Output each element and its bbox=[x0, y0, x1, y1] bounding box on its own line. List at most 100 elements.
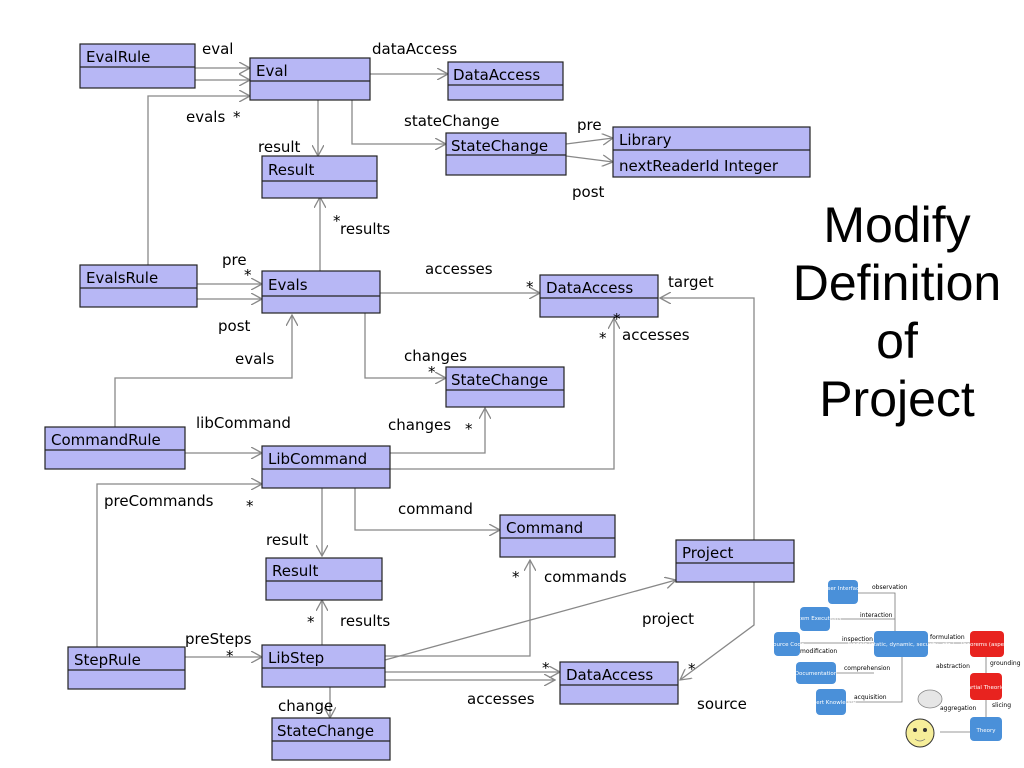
class-commandrule: CommandRule bbox=[44, 426, 186, 470]
thumb-edge-label: acquisition bbox=[854, 694, 887, 701]
thumb-label: Models (static, dynamic, security, etc.) bbox=[848, 642, 955, 648]
class-dataaccess-top: DataAccess bbox=[447, 61, 564, 101]
edge-libcommand-statechange bbox=[390, 408, 485, 454]
edge-statechange-library bbox=[565, 138, 613, 144]
label-project: project bbox=[642, 610, 694, 628]
edge-libcommand-command bbox=[354, 488, 500, 530]
label-result-top: result bbox=[258, 138, 301, 156]
class-name: Result bbox=[268, 161, 314, 179]
label-post-mid: post bbox=[218, 317, 251, 335]
slide-title: Modify Definition of Project bbox=[770, 196, 1024, 428]
thumb-node-system-executions bbox=[800, 607, 830, 631]
edge-libcommand-dataaccess bbox=[390, 318, 614, 470]
class-result-bot: Result bbox=[265, 557, 383, 601]
thumb-edge-label: grounding bbox=[990, 660, 1021, 667]
thumb-node-models bbox=[874, 631, 928, 657]
edge-libstep-project bbox=[384, 580, 676, 661]
thumb-label: Theory bbox=[975, 728, 996, 734]
class-statechange-bot: StateChange bbox=[271, 717, 391, 761]
edge-labels: eval dataAccess evals * result stateChan… bbox=[104, 40, 747, 715]
label-statechange: stateChange bbox=[404, 112, 499, 130]
label-changes-top: changes bbox=[404, 347, 467, 365]
class-result-top: Result bbox=[261, 155, 378, 199]
thumb-edge-label: formulation bbox=[930, 634, 965, 641]
title-line: Definition bbox=[792, 255, 1002, 311]
class-evalrule: EvalRule bbox=[79, 43, 196, 89]
associations bbox=[96, 68, 755, 718]
multiplicity-star: * bbox=[233, 108, 241, 126]
thumb-edge-label: interaction bbox=[860, 612, 893, 619]
thumb-edge-label: modification bbox=[800, 648, 837, 655]
thumb-label: System Executions bbox=[789, 616, 841, 622]
class-name: DataAccess bbox=[546, 279, 633, 297]
class-name: Evals bbox=[268, 276, 308, 294]
thumb-edge-label: abstraction bbox=[936, 663, 970, 670]
class-name: EvalRule bbox=[86, 48, 150, 66]
class-name: Command bbox=[506, 519, 583, 537]
label-precommands: preCommands bbox=[104, 492, 214, 510]
label-changes-bot: changes bbox=[388, 416, 451, 434]
label-accesses-bot: accesses bbox=[467, 690, 535, 708]
class-command: Command bbox=[499, 514, 616, 558]
edge-libstep-command bbox=[385, 560, 530, 657]
thumb-node-source-code bbox=[774, 632, 800, 656]
class-statechange-mid: StateChange bbox=[445, 366, 565, 408]
class-name: Library bbox=[619, 131, 672, 149]
class-name: CommandRule bbox=[51, 431, 161, 449]
label-accesses-mid: accesses bbox=[425, 260, 493, 278]
thumb-label: Partial Theories bbox=[965, 685, 1008, 691]
label-evals-top: evals bbox=[186, 108, 225, 126]
attribute: nextReaderId Integer bbox=[619, 157, 779, 175]
thumb-node-theory bbox=[970, 717, 1002, 741]
label-results-top: results bbox=[340, 220, 390, 238]
thumb-edge-label: slicing bbox=[992, 702, 1011, 709]
class-project: Project bbox=[675, 539, 795, 583]
class-name: DataAccess bbox=[566, 666, 653, 684]
class-steprule: StepRule bbox=[67, 646, 186, 690]
edge-statechange-nextreaderid bbox=[565, 156, 613, 162]
class-name: EvalsRule bbox=[86, 269, 158, 287]
multiplicity-star: * bbox=[613, 310, 621, 328]
edge-eval-statechange bbox=[351, 100, 446, 144]
edge-commandrule-evals bbox=[114, 315, 292, 427]
multiplicity-star: * bbox=[333, 212, 341, 230]
multiplicity-star: * bbox=[465, 420, 473, 438]
thumb-label: User Interface bbox=[824, 586, 864, 592]
class-evals: Evals bbox=[261, 270, 381, 314]
thumb-node-user-interface bbox=[828, 580, 858, 604]
label-accesses-right: accesses bbox=[622, 326, 690, 344]
title-line: Modify bbox=[823, 197, 971, 253]
multiplicity-star: * bbox=[526, 278, 534, 296]
thumbnail-diagram: User Interface System Executions Source … bbox=[770, 580, 1021, 748]
label-eval: eval bbox=[202, 40, 233, 58]
class-name: StateChange bbox=[277, 722, 374, 740]
thumb-edge bbox=[858, 592, 896, 635]
thinker-icon bbox=[905, 689, 943, 748]
label-target: target bbox=[668, 273, 714, 291]
edge-steprule-libcommand bbox=[96, 484, 262, 647]
label-dataaccess: dataAccess bbox=[372, 40, 457, 58]
label-post-top: post bbox=[572, 183, 605, 201]
thumb-edge-label: inspection bbox=[842, 636, 873, 643]
edge-project-dataaccess-source bbox=[680, 582, 755, 680]
multiplicity-star: * bbox=[244, 266, 252, 284]
thumb-edge-label: observation bbox=[872, 584, 908, 591]
edge-evalsrule-eval bbox=[147, 96, 250, 265]
label-pre-mid: pre bbox=[222, 251, 247, 269]
class-name: StepRule bbox=[74, 651, 141, 669]
edge-evals-statechange bbox=[364, 313, 446, 378]
title-line: of bbox=[876, 313, 918, 369]
multiplicity-star: * bbox=[688, 660, 696, 678]
multiplicity-star: * bbox=[599, 329, 607, 347]
class-statechange-top: StateChange bbox=[445, 132, 567, 176]
multiplicity-star: * bbox=[428, 363, 436, 381]
multiplicity-star: * bbox=[226, 647, 234, 665]
multiplicity-star: * bbox=[246, 497, 254, 515]
class-dataaccess-bot: DataAccess bbox=[559, 661, 679, 705]
label-commands: commands bbox=[544, 568, 627, 586]
class-name: StateChange bbox=[451, 371, 548, 389]
thumb-label: Documentation bbox=[795, 671, 838, 677]
multiplicity-star: * bbox=[542, 659, 550, 677]
label-results-bot: results bbox=[340, 612, 390, 630]
